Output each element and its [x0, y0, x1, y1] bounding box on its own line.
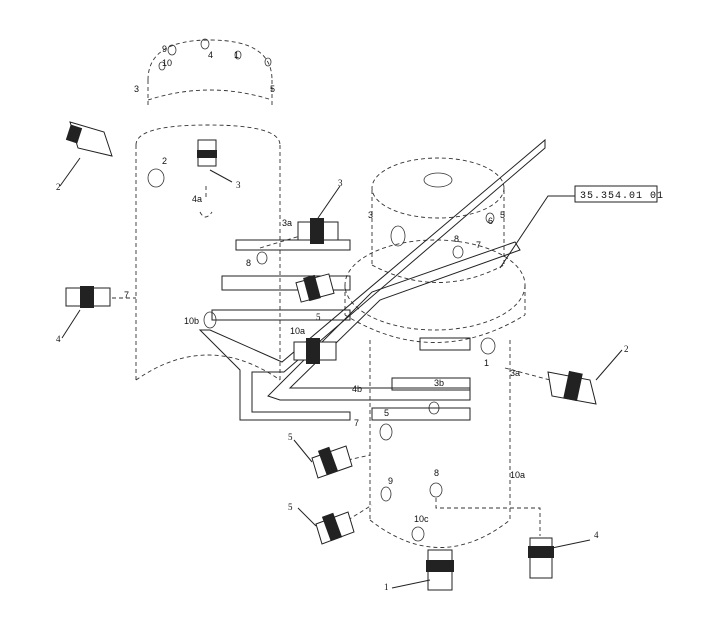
fitting-labels: 2 3 3 4 5 2 5 5 1 4	[56, 178, 629, 592]
callout-7-lower: 7	[354, 418, 359, 428]
fitting-3-top	[197, 139, 233, 183]
callout-8-lower: 8	[434, 468, 439, 478]
fitting-label-1-bottom: 1	[384, 582, 389, 592]
callout-10c: 10c	[414, 514, 429, 524]
callout-8: 8	[246, 258, 251, 268]
callout-10a-lower: 10a	[510, 470, 525, 480]
fitting-label-3-middle: 3	[338, 178, 343, 188]
callout-6: 6	[488, 216, 493, 226]
fitting-label-5-middle: 5	[316, 312, 321, 322]
flow-arrows	[198, 138, 575, 421]
callout-3b: 3b	[434, 378, 444, 388]
callout-4: 4	[208, 50, 213, 60]
callout-10b: 10b	[184, 316, 199, 326]
fitting-3-upper-middle	[297, 185, 341, 244]
fitting-5-lower-b	[297, 507, 355, 545]
callout-2: 2	[162, 156, 167, 166]
fitting-1-bottom	[391, 549, 454, 591]
callout-5-lower: 5	[384, 408, 389, 418]
callout-8-right: 8	[454, 234, 459, 244]
callout-10a: 10a	[290, 326, 305, 336]
callout-4a: 4a	[192, 194, 202, 204]
fitting-2-top-left	[59, 121, 113, 187]
callout-3a-right: 3a	[510, 368, 520, 378]
callout-3a: 3a	[282, 218, 292, 228]
fitting-4-left	[61, 286, 111, 339]
fitting-4-bottom-right	[528, 537, 591, 579]
upper-callouts: 9 10 4 1 3 5 2 4a 3a 8 7 10b 10a	[124, 44, 305, 336]
fitting-3-lower-middle	[293, 338, 337, 364]
connection-lines	[112, 186, 551, 536]
reference-label: 35.354.01 01	[580, 191, 664, 202]
fitting-label-5-lower-a: 5	[288, 432, 293, 442]
callout-1: 1	[234, 50, 239, 60]
callout-9: 9	[162, 44, 167, 54]
callout-7-right: 7	[476, 240, 481, 250]
lower-callouts: 3 5 6 8 7 1 3a 3b 4b 5 7 8 9 10a 10c	[352, 210, 525, 524]
fitting-label-4-bottom: 4	[594, 530, 599, 540]
reference-box: 35.354.01 01	[574, 185, 664, 203]
right-assembly	[344, 157, 526, 548]
callout-1-right: 1	[484, 358, 489, 368]
fitting-5-middle	[295, 273, 335, 303]
fitting-label-4-left: 4	[56, 334, 61, 344]
left-cylinder	[135, 38, 281, 381]
callout-3: 3	[134, 84, 139, 94]
fitting-label-2-right: 2	[624, 344, 629, 354]
callout-9-lower: 9	[388, 476, 393, 486]
callout-3-right: 3	[368, 210, 373, 220]
callout-5-right: 5	[500, 210, 505, 220]
callout-5: 5	[270, 84, 275, 94]
callout-4b: 4b	[352, 384, 362, 394]
fitting-label-3-top: 3	[236, 180, 241, 190]
callout-10: 10	[162, 58, 172, 68]
fitting-5-lower-a	[293, 439, 353, 479]
fitting-label-2-left: 2	[56, 182, 61, 192]
fitting-label-5-lower-b: 5	[288, 502, 293, 512]
fitting-2-right	[547, 349, 623, 405]
callout-7: 7	[124, 290, 129, 300]
